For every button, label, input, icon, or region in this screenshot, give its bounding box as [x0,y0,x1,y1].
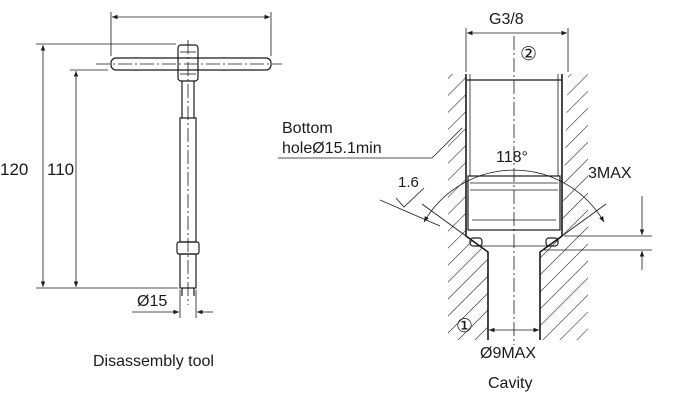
cavity-left-outline [465,74,489,340]
marker-top: ② [520,44,537,65]
bottom-hole-leader [431,127,463,159]
dim-overall-height-label: 120 [0,160,28,179]
dim-shank-height-label: 110 [47,160,74,179]
dim-tip-diameter-label: Ø15 [137,293,167,310]
roughness-label: 1.6 [398,174,419,191]
cavity-caption: Cavity [488,375,532,392]
depth-max-label: 3MAX [588,165,632,182]
bottom-hole-label-line2: holeØ15.1min [282,140,382,157]
seal-ring-right [545,237,559,247]
roughness-symbol [395,187,425,208]
bottom-hole-label-line1: Bottom [282,120,333,137]
marker-bottom: ① [456,316,473,337]
tool-tip [179,253,197,289]
cavity-right-wall-hatch [540,74,588,340]
bore-max-label: Ø9MAX [480,345,536,362]
cavity-right-outline [539,74,563,340]
thread-size-label: G3/8 [489,11,524,28]
disassembly-tool: 120 110 Ø15 Disassembly tool [0,12,282,370]
angle-label: 118° [496,149,528,166]
cavity-left-wall-hatch [448,74,488,340]
tool-handle-bar [110,57,272,71]
seal-ring-left [469,237,483,247]
tool-handle-hub [177,44,199,82]
angle-arc [423,169,605,223]
tool-caption: Disassembly tool [93,353,214,370]
cavity-section: G3/8 ② Bottom holeØ15.1min 118° 1.6 3MAX… [278,11,652,392]
